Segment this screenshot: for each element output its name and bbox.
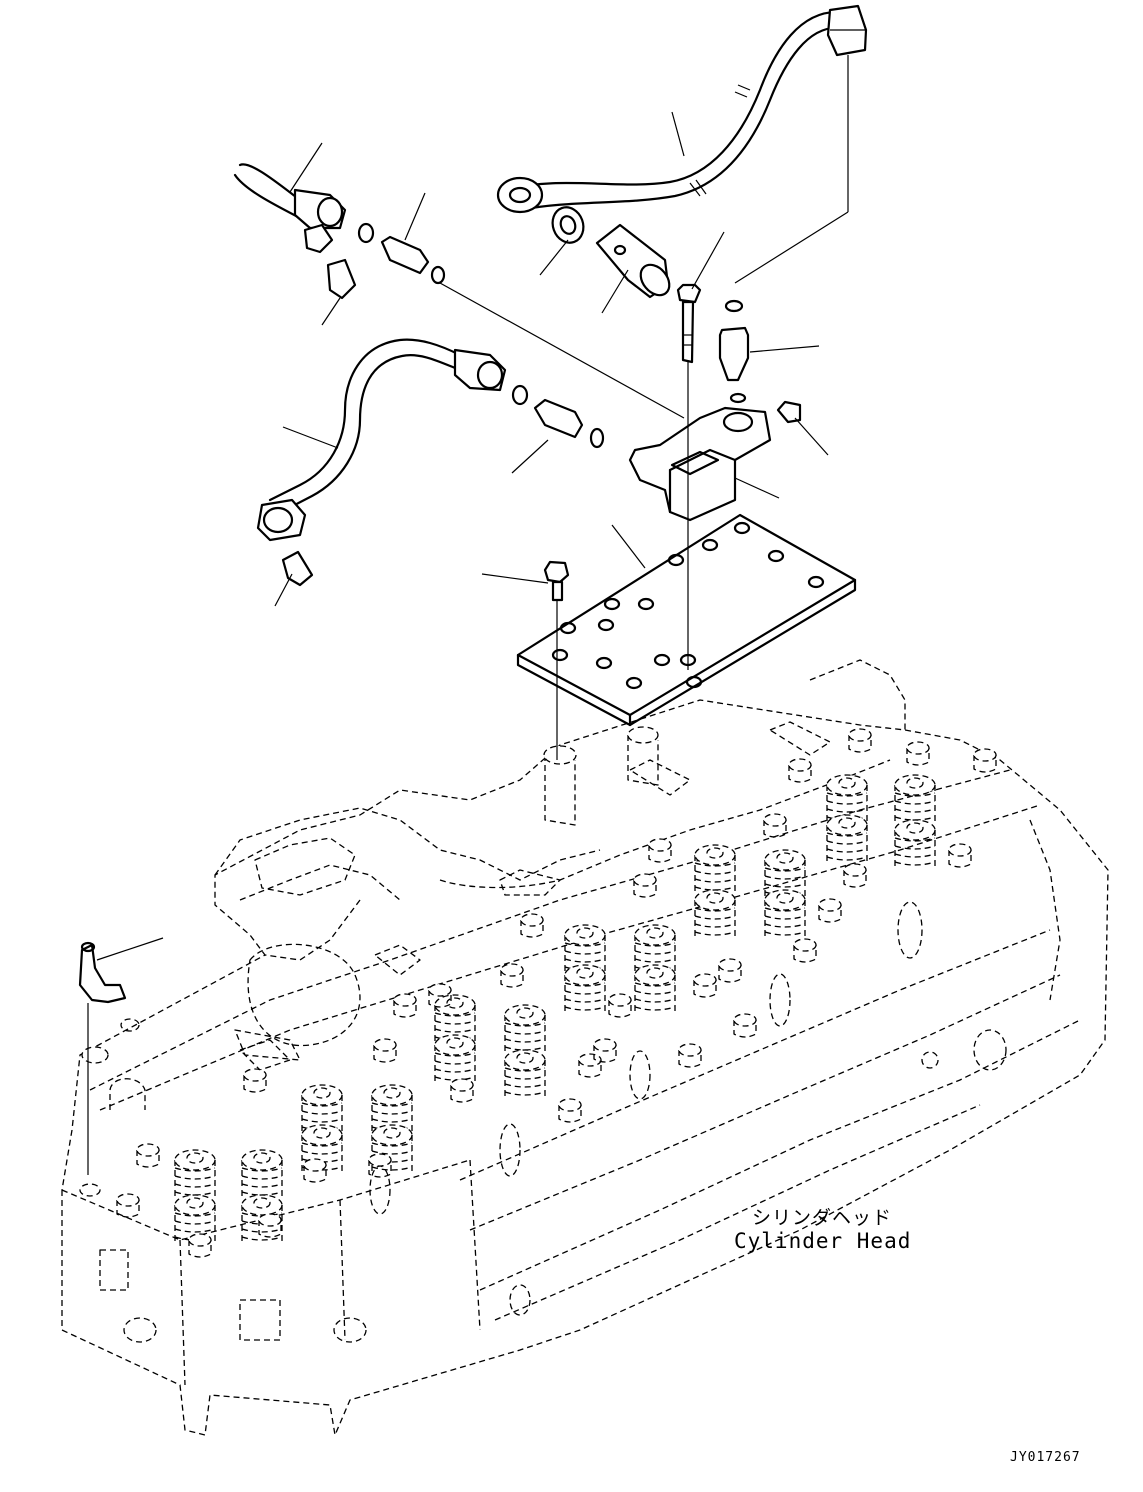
plate-hole (551, 648, 569, 662)
valve-spring (371, 1084, 413, 1133)
head-bolt (848, 728, 872, 753)
valve-spring (241, 1194, 283, 1243)
head-bolt (906, 741, 930, 766)
head-bolt (818, 898, 842, 923)
head-bolt (973, 748, 997, 773)
head-bolt (718, 958, 742, 983)
head-bolt (648, 838, 672, 863)
valve-spring (301, 1084, 343, 1133)
valve-spring (434, 994, 476, 1043)
valve-spring (894, 774, 936, 823)
head-bolt (258, 1213, 282, 1238)
plate-hole (767, 549, 785, 563)
head-bolt (500, 963, 524, 988)
head-bolt (678, 1043, 702, 1068)
head-bolt (303, 1158, 327, 1183)
head-bolt (578, 1053, 602, 1078)
head-bolt (428, 983, 452, 1008)
head-bolt (948, 843, 972, 868)
head-bolt (368, 1153, 392, 1178)
valve-spring (241, 1149, 283, 1198)
valve-spring (504, 1004, 546, 1053)
cylinder-head-label-jp: シリンダヘッド (752, 1207, 893, 1229)
plate-hole (603, 597, 621, 611)
connector-right (718, 299, 802, 424)
valve-spring (764, 889, 806, 938)
plate-hole (807, 575, 825, 589)
valve-spring (174, 1149, 216, 1198)
plate-hole (597, 618, 615, 632)
valve-spring (434, 1034, 476, 1083)
head-bolt (116, 1193, 140, 1218)
head-bolt (188, 1233, 212, 1258)
head-bolt (793, 938, 817, 963)
head-bolt (763, 813, 787, 838)
connector-upper (357, 222, 446, 285)
head-bolt (558, 1098, 582, 1123)
head-bolt (373, 1038, 397, 1063)
plate-hole (559, 621, 577, 635)
valve-spring (694, 844, 736, 893)
plate-hole (625, 676, 643, 690)
head-bolt (243, 1068, 267, 1093)
head-bolt (843, 863, 867, 888)
head-bolt (450, 1078, 474, 1103)
plate-hole (637, 597, 655, 611)
oil-hose-upper-left (233, 163, 357, 300)
head-bolt (520, 913, 544, 938)
mounting-plate (516, 513, 857, 727)
banjo-bolt-assembly (551, 206, 671, 299)
valve-spring (174, 1194, 216, 1243)
head-bolt (136, 1143, 160, 1168)
plate-hole (685, 675, 703, 689)
head-bolt (608, 993, 632, 1018)
cylinder-head-outline (61, 659, 1109, 1436)
plate-hole (667, 553, 685, 567)
tube-bracket (628, 406, 772, 522)
plate-hole (595, 656, 613, 670)
oil-hose-lower (256, 338, 507, 587)
drawing-id: JY017267 (1010, 1450, 1081, 1465)
valve-spring (301, 1124, 343, 1173)
head-bolt (633, 873, 657, 898)
valve-spring (504, 1049, 546, 1098)
valve-spring (826, 774, 868, 823)
head-bolt (593, 1038, 617, 1063)
long-bolt (676, 283, 702, 364)
oil-tube-upper (496, 4, 868, 214)
valve-spring (694, 889, 736, 938)
valve-spring (634, 964, 676, 1013)
valve-spring (371, 1124, 413, 1173)
head-bolt (693, 973, 717, 998)
head-bolt (788, 758, 812, 783)
valve-spring (564, 964, 606, 1013)
temperature-sensor (78, 941, 127, 1004)
head-bolt (393, 993, 417, 1018)
leader-lines (87, 55, 849, 1175)
valve-spring (894, 819, 936, 868)
plate-hole (653, 653, 671, 667)
valve-spring (826, 814, 868, 863)
cylinder-head-label-en: Cylinder Head (734, 1229, 912, 1253)
plate-bolt (543, 560, 570, 602)
connector-lower (511, 384, 605, 449)
plate-hole (701, 538, 719, 552)
plate-hole (733, 521, 751, 535)
head-bolt (733, 1013, 757, 1038)
